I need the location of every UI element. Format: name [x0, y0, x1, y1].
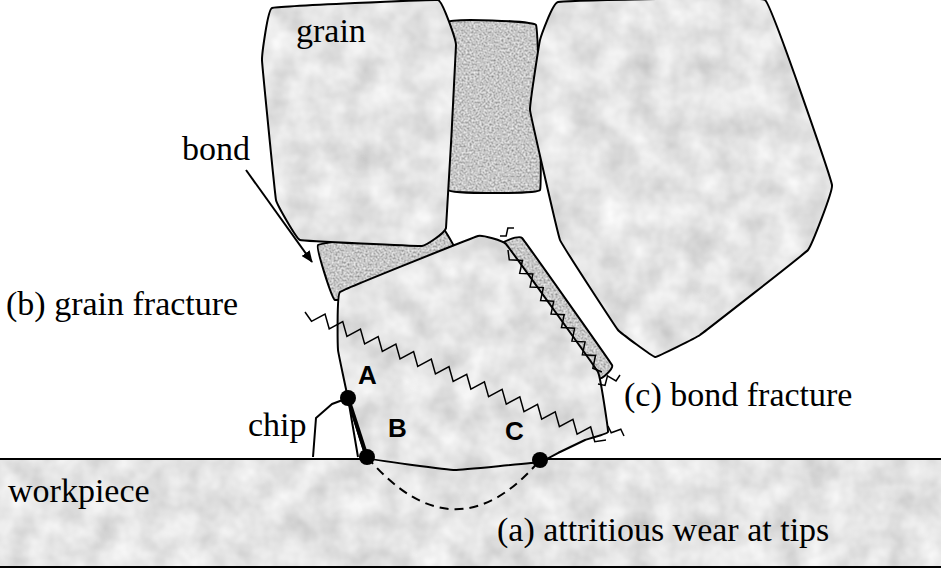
contact-dot: [359, 449, 375, 465]
bond-top-fill: [446, 20, 540, 193]
contact-dot: [532, 452, 548, 468]
fracture-line: [305, 312, 606, 442]
callout-label: (b) grain fracture: [6, 287, 238, 321]
contact-dot: [340, 390, 356, 406]
grain-right-fill: [530, 0, 832, 357]
callout-label: (a) attritious wear at tips: [497, 513, 829, 547]
callout-label: chip: [248, 408, 307, 442]
grain-label: grain: [296, 14, 366, 48]
fracture-line: [608, 426, 624, 436]
callout-label: (c) bond fracture: [624, 378, 852, 412]
workpiece-fill: [0, 458, 941, 568]
workpiece-label: workpiece: [8, 474, 150, 508]
bond-band-fill: [500, 237, 612, 378]
grain-right-outline: [530, 0, 832, 357]
wear-zone-dashed: [367, 457, 540, 509]
grain-center-fill: [338, 236, 608, 470]
bond-band-outline: [500, 237, 612, 378]
grain-center-outline: [338, 236, 608, 470]
fracture-line: [508, 250, 602, 372]
point-letter: B: [388, 415, 407, 441]
grain-outline: [262, 0, 456, 246]
callout-label: bond: [182, 132, 250, 166]
grain-fill: [262, 0, 456, 246]
point-letter: C: [505, 418, 524, 444]
fracture-line: [598, 375, 620, 385]
workpiece-border: [0, 459, 941, 567]
chip-shape: [313, 398, 358, 457]
point-letter: A: [358, 362, 377, 388]
wear-flat-edge: [348, 398, 367, 457]
leader-arrow: [246, 170, 312, 262]
abrasive-grain: grain: [258, 0, 460, 250]
bond-top-outline: [446, 20, 540, 193]
fracture-line: [500, 228, 514, 236]
